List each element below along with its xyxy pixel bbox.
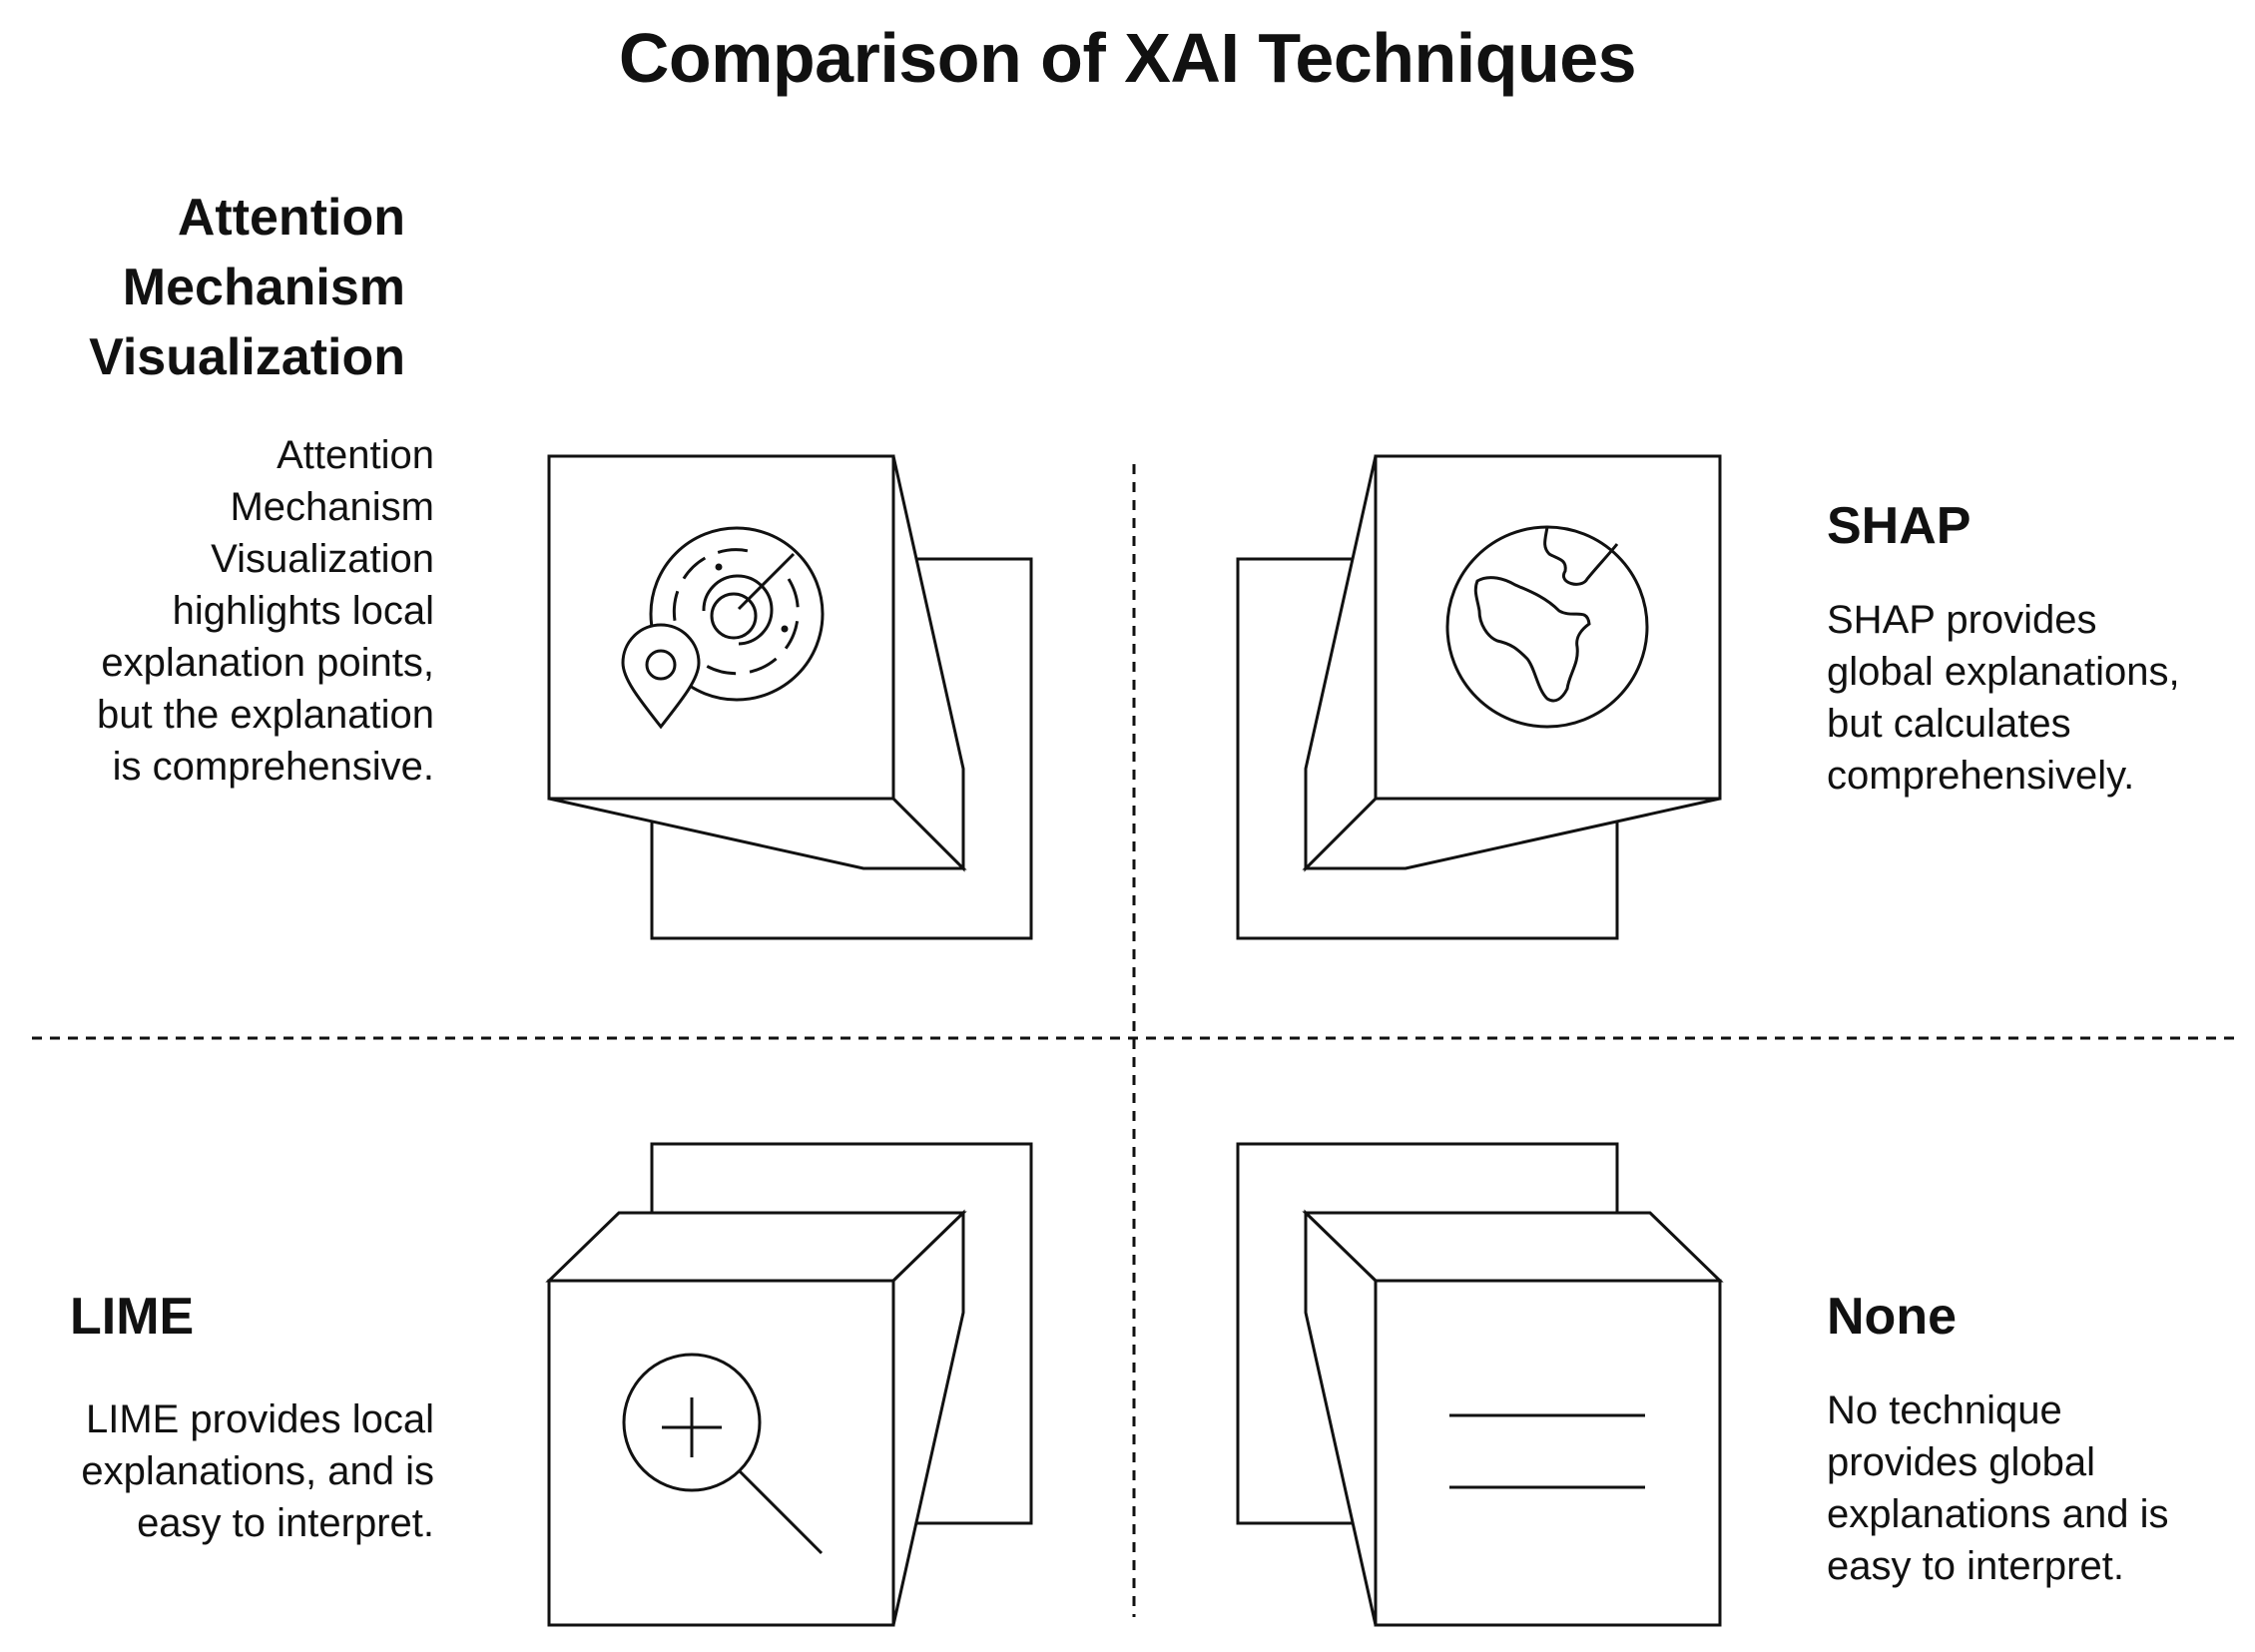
text-attention-mechanism: Attention Mechanism Visualization highli… (96, 433, 434, 789)
diagram-title: Comparison of XAI Techniques (618, 19, 1637, 97)
text-shap: SHAP provides global explanations, but c… (1827, 598, 2180, 798)
text-lime: LIME provides local explanations, and is… (81, 1397, 434, 1545)
text-none: No technique provides global explanation… (1827, 1388, 2169, 1588)
box-top-left (547, 454, 1033, 940)
heading-attention-mechanism: Attention Mechanism Visualization (89, 189, 405, 386)
globe-icon (1445, 525, 1649, 729)
two-lines-icon (1449, 1413, 1645, 1489)
box-bottom-left (545, 1142, 1033, 1627)
heading-shap: SHAP (1827, 497, 1972, 555)
heading-none: None (1827, 1288, 1957, 1346)
heading-lime: LIME (70, 1288, 195, 1346)
box-top-right (1236, 454, 1722, 940)
radar-location-icon (621, 526, 825, 730)
box-bottom-right (1236, 1142, 1724, 1627)
zoom-in-icon (622, 1353, 824, 1555)
